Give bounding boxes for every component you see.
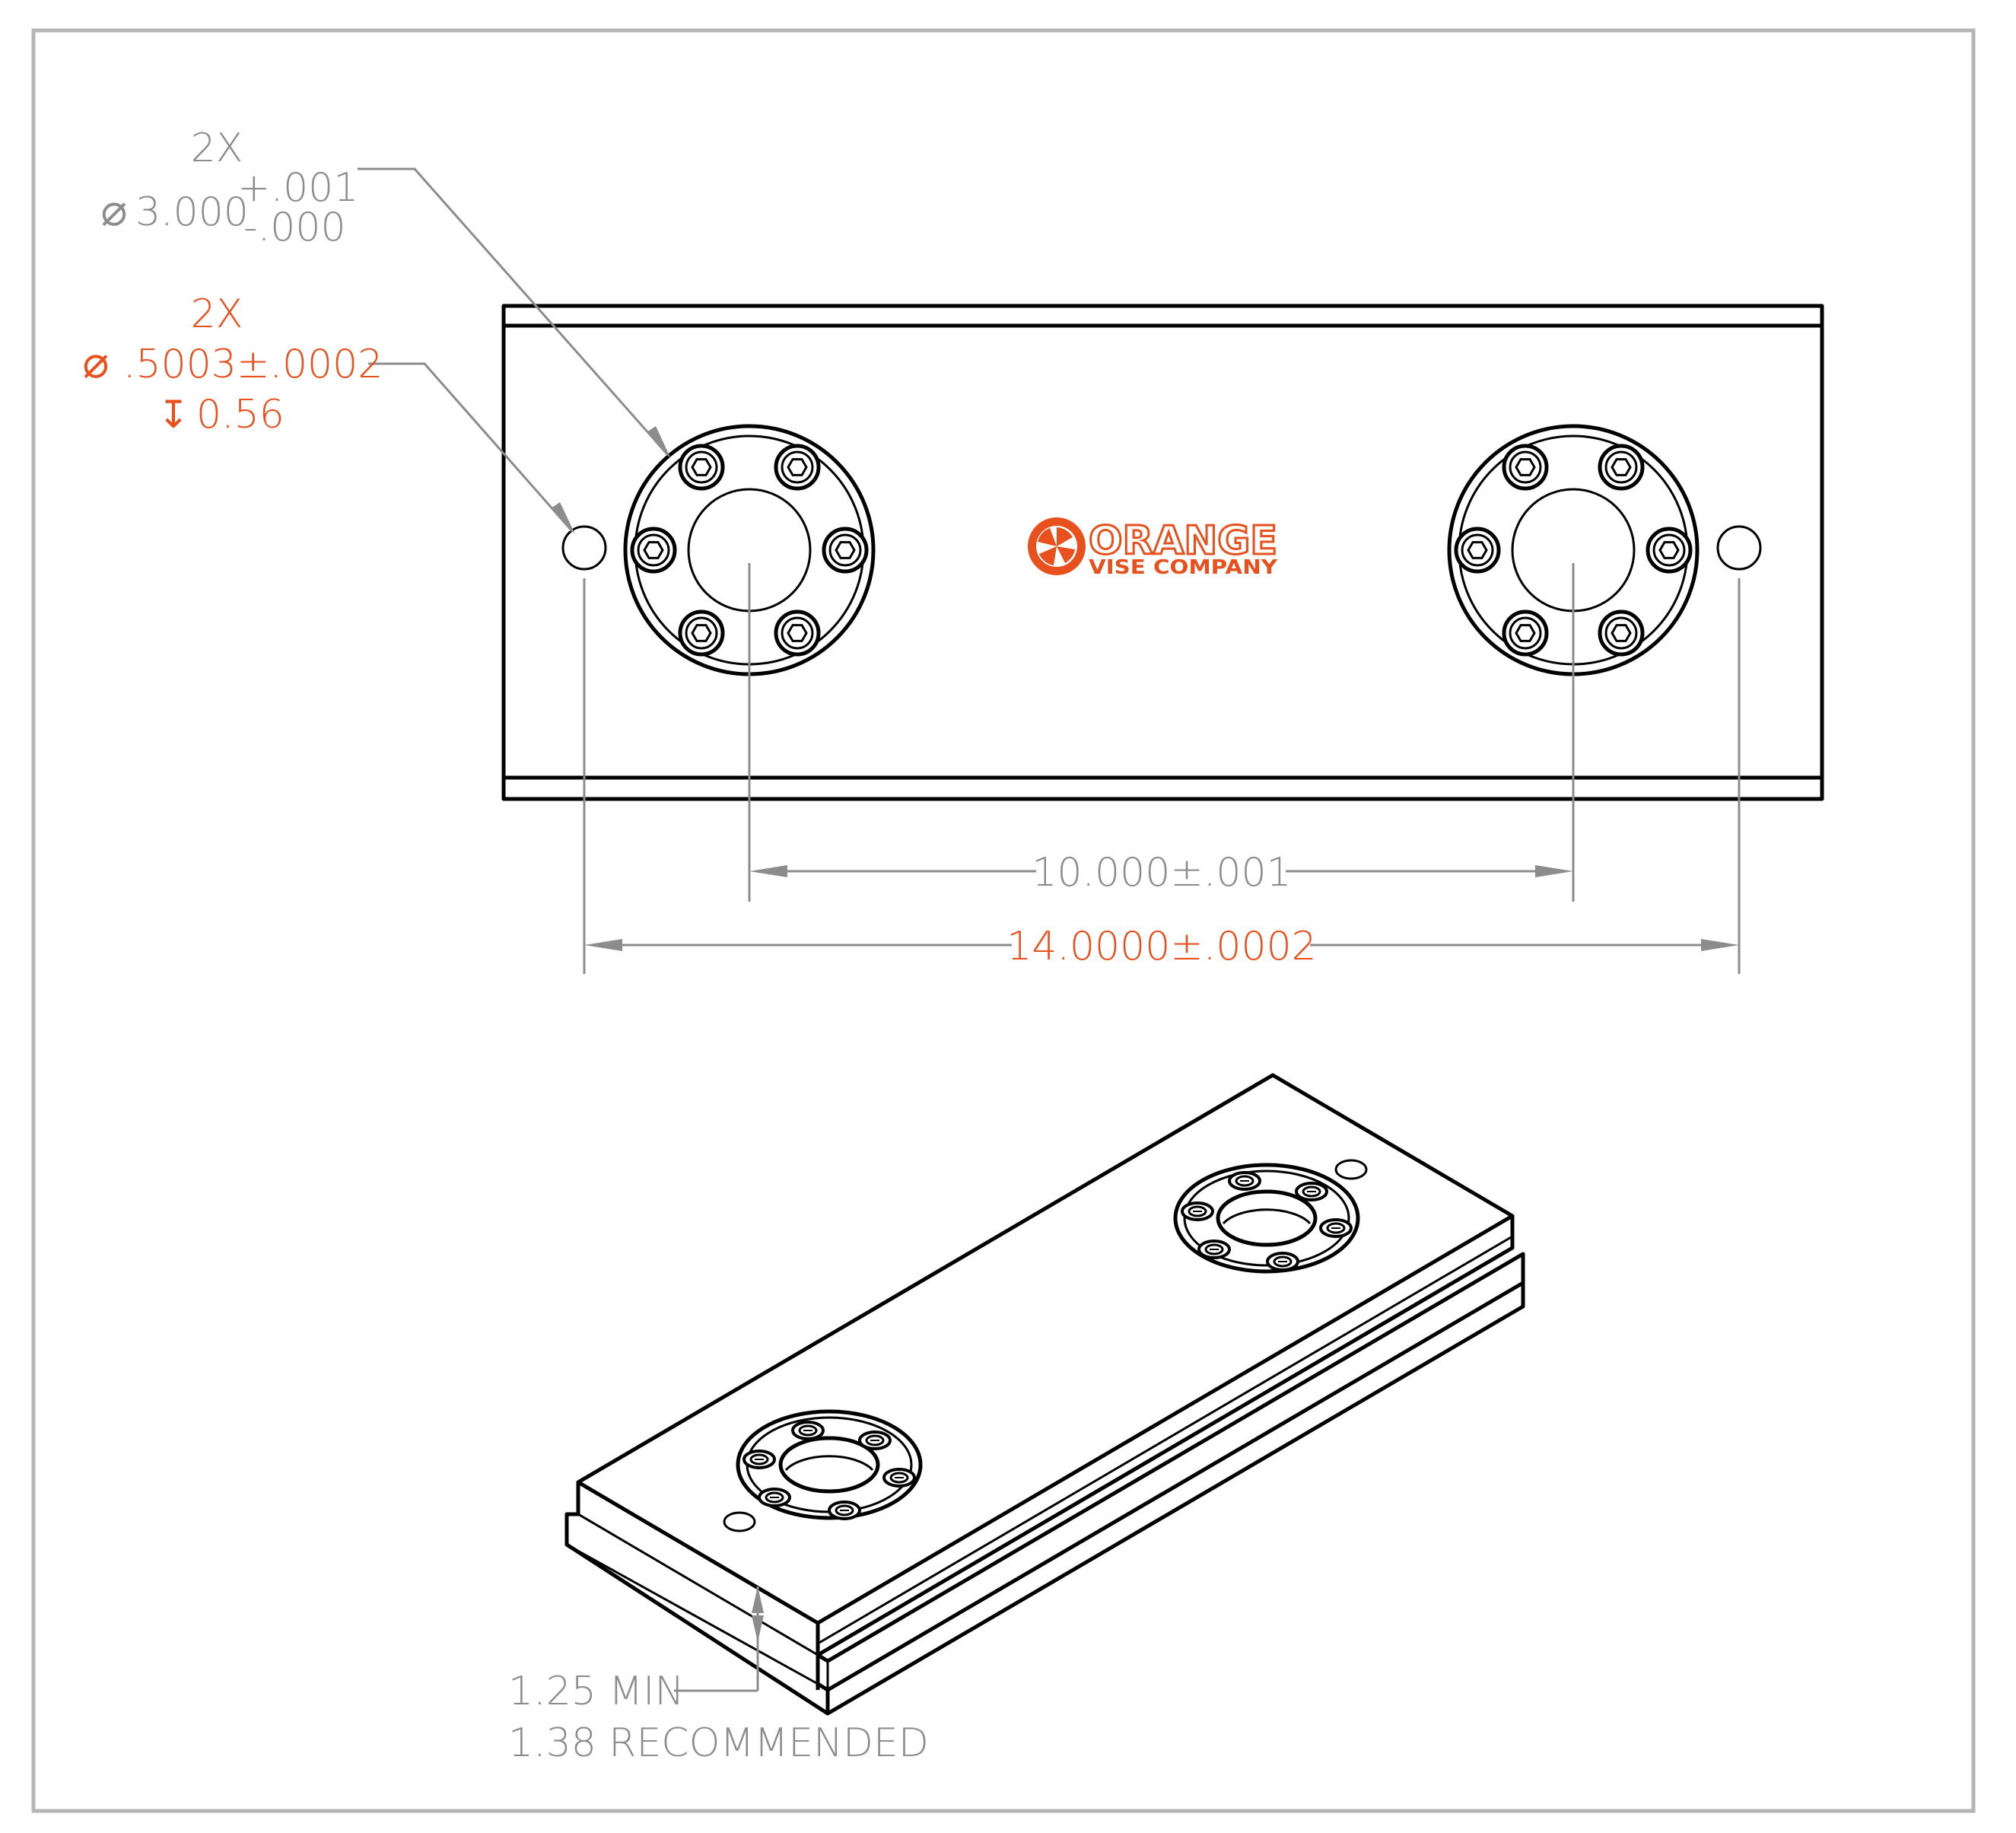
screw-icon <box>1319 1218 1353 1238</box>
screw-icon <box>680 446 723 488</box>
bore-nominal: 3.000 <box>135 189 249 235</box>
plate-outline <box>501 304 1824 801</box>
thickness-min-note: 1.25 MIN <box>508 1669 684 1714</box>
orange-slice-icon <box>1028 517 1086 575</box>
screw-icon <box>680 612 723 654</box>
screw-icon <box>791 1421 825 1440</box>
screw-icon <box>1600 612 1642 654</box>
bore-tol-plus: +.001 <box>237 165 358 211</box>
screw-icon <box>1600 446 1642 488</box>
iso-pin-hole-far <box>1334 1159 1368 1180</box>
left-pin-hole <box>561 525 607 571</box>
isometric-view <box>564 1073 1525 1716</box>
thickness-recommended-note: 1.38 RECOMMENDED <box>508 1720 929 1766</box>
pin-callout: 2X ⌀ .5003±.0002 ↧ 0.56 <box>83 291 383 438</box>
diameter-symbol-icon: ⌀ <box>83 336 110 388</box>
screw-icon <box>742 1450 776 1469</box>
bore-qty: 2X <box>191 126 243 171</box>
screw-icon <box>1197 1240 1231 1259</box>
screw-icon <box>1228 1171 1261 1191</box>
iso-pin-hole-near <box>723 1511 756 1532</box>
screw-icon <box>1456 529 1499 571</box>
screw-icon <box>828 1500 861 1520</box>
pin-qty: 2X <box>191 291 243 337</box>
screw-icon <box>1295 1182 1328 1201</box>
bore-tol-minus: -.000 <box>243 205 346 250</box>
screw-icon <box>776 446 819 488</box>
screw-icon <box>1266 1252 1299 1271</box>
screw-icon <box>858 1430 892 1450</box>
orange-vise-logo: ORANGE VISE COMPANY <box>1028 517 1279 579</box>
bore-callout: 2X ⌀ 3.000 +.001 -.000 <box>101 126 359 250</box>
depth-symbol-icon: ↧ <box>157 393 189 437</box>
logo-line-2: VISE COMPANY <box>1089 556 1278 579</box>
screw-icon <box>632 529 675 571</box>
right-pin-hole <box>1716 525 1762 571</box>
screw-icon <box>1648 529 1690 571</box>
iso-receiver-near <box>736 1409 923 1520</box>
screw-icon <box>1181 1201 1214 1221</box>
diameter-symbol-icon: ⌀ <box>101 184 128 236</box>
screw-icon <box>824 529 866 571</box>
screw-icon <box>882 1468 916 1488</box>
pin-diameter: .5003±.0002 <box>123 342 383 387</box>
iso-receiver-far <box>1173 1163 1360 1274</box>
pin-spacing-dimension: 14.0000±.0002 <box>1006 924 1316 969</box>
logo-line-1: ORANGE <box>1089 518 1277 564</box>
frame-border <box>31 28 1976 1813</box>
screw-icon <box>758 1488 791 1507</box>
screw-icon <box>1504 612 1547 654</box>
top-view: ORANGE VISE COMPANY 10.000±.001 14.0000±… <box>358 167 1824 974</box>
screw-icon <box>1504 446 1547 488</box>
screw-icon <box>776 612 819 654</box>
pin-depth: 0.56 <box>196 392 285 438</box>
iso-top-face <box>576 1073 1515 1625</box>
center-spacing-dimension: 10.000±.001 <box>1032 850 1291 896</box>
